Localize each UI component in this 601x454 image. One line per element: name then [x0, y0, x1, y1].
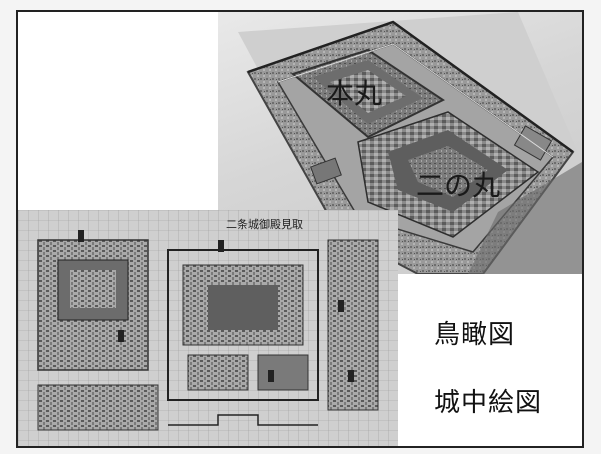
caption-area: 鳥瞰図 城中絵図	[398, 274, 582, 446]
birdseye-caption: 鳥瞰図	[434, 320, 516, 350]
castle-plan-image: 二条城御殿見取	[18, 210, 398, 446]
figure-frame: 二条城御殿見取 本丸 二の丸 鳥瞰図 城中絵図	[16, 10, 584, 448]
ninomaru-label: 二の丸	[416, 169, 501, 202]
castle-plan-illustration: 二条城御殿見取	[18, 210, 398, 446]
honmaru-label: 本丸	[326, 77, 383, 110]
plan-title: 二条城御殿見取	[226, 217, 303, 231]
castle-map-caption: 城中絵図	[434, 388, 543, 418]
